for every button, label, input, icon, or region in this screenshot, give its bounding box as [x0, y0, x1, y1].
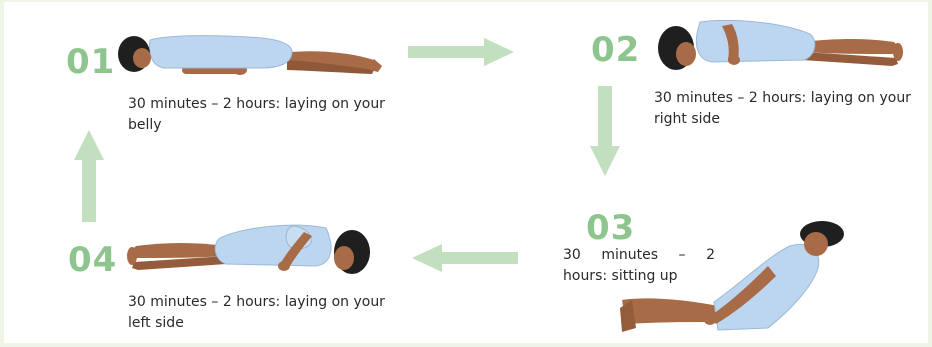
- arrow-up-icon: [74, 128, 104, 222]
- step-caption-01: 30 minutes – 2 hours: laying on your bel…: [128, 94, 388, 136]
- positioning-diagram: 01 30 minutes – 2 hours: laying on your …: [4, 2, 928, 343]
- arrow-left-icon: [408, 244, 518, 272]
- step-number-01: 01: [66, 42, 115, 82]
- right-side-figure: [652, 16, 904, 76]
- step-caption-03: 30 minutes – 2 hours: sitting up: [563, 245, 715, 287]
- belly-figure: [112, 30, 384, 80]
- step-number-04: 04: [68, 240, 117, 280]
- left-side-figure: [126, 220, 376, 278]
- arrow-down-icon: [590, 86, 620, 178]
- arrow-right-icon: [408, 38, 518, 66]
- step-number-02: 02: [591, 30, 640, 70]
- step-caption-02: 30 minutes – 2 hours: laying on your rig…: [654, 88, 914, 130]
- step-caption-04: 30 minutes – 2 hours: laying on your lef…: [128, 292, 388, 334]
